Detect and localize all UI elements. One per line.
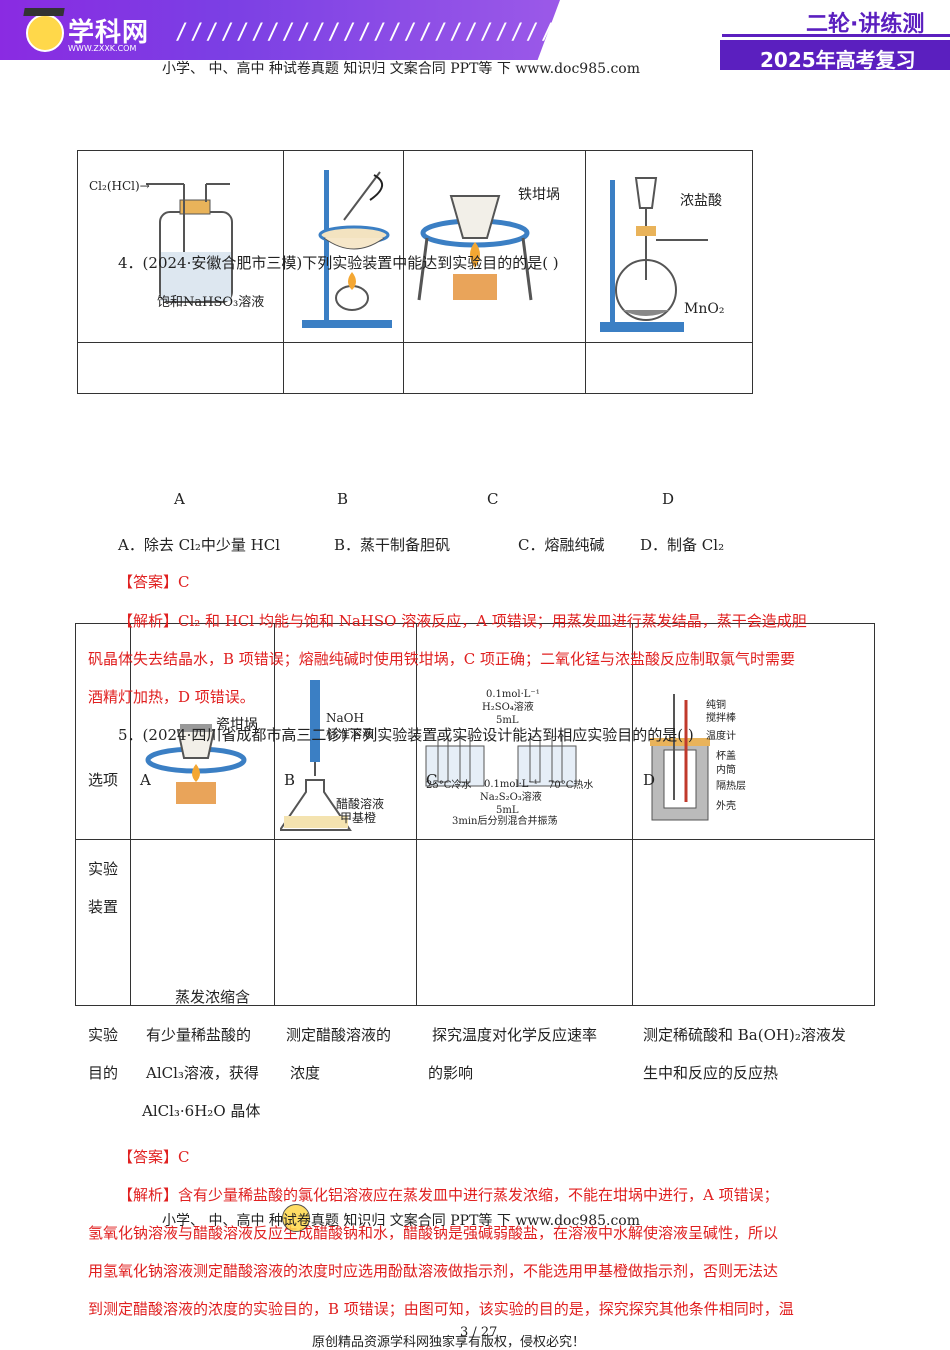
- q5-letter-c: C: [426, 771, 438, 789]
- header-title-underline: [722, 34, 950, 37]
- q5-b-naoh-label: NaOH: [326, 711, 364, 725]
- q4-letter-c: C: [487, 490, 499, 508]
- q5-purpose-a-line-3: AlCl₃溶液，获得: [146, 1064, 259, 1082]
- q5-device-c-water-baths: [425, 736, 577, 787]
- q4-a-liquid-label: 饱和NaHSO₃溶液: [157, 295, 265, 310]
- page-number: 3 / 27: [460, 1325, 498, 1340]
- q5-row-purpose-2: 目的: [88, 1064, 119, 1082]
- watermark-bottom: 小学、 中、高中 种试卷真题 知识归 文案合同 PPT等 下 www.doc98…: [162, 1213, 641, 1229]
- logo-url: WWW.ZXXK.COM: [68, 44, 137, 53]
- q4-analysis-line-1: 【解析】Cl₂ 和 HCl 均能与饱和 NaHSO 溶液反应，A 项错误；用蒸发…: [118, 612, 807, 630]
- q4-device-d-chlorine-generator: [600, 177, 708, 332]
- q5-d-stir-label-2: 搅拌棒: [706, 713, 736, 724]
- watermark-top: 小学、 中、高中 种试卷真题 知识归 文案合同 PPT等 下 www.doc98…: [162, 61, 641, 77]
- q4-option-b: B．蒸干制备胆矾: [334, 536, 451, 554]
- footer-copyright: 原创精品资源学科网独家享有版权，侵权必究！: [312, 1335, 586, 1350]
- q5-row-purpose-1: 实验: [88, 1026, 119, 1044]
- q5-purpose-a-line-2: 有少量稀盐酸的: [146, 1026, 252, 1044]
- q5-b-indicator-label: 甲基橙: [340, 811, 377, 825]
- q5-letter-b: B: [284, 771, 296, 789]
- q5-analysis-line-4: 到测定醋酸溶液的浓度的实验目的，B 项错误；由图可知，该实验的目的是，探究探究其…: [88, 1300, 794, 1318]
- q5-purpose-a-line-1: 蒸发浓缩含: [175, 988, 251, 1006]
- q5-analysis-line-1: 【解析】含有少量稀盐酸的氯化铝溶液应在蒸发皿中进行蒸发浓缩，不能在坩埚中进行，A…: [118, 1186, 779, 1204]
- q5-options-table: [75, 623, 875, 1006]
- q5-row-option: 选项: [88, 771, 119, 789]
- q5-analysis-line-2: 氢氧化钠溶液与醋酸溶液反应生成醋酸钠和水，醋酸钠是强碱弱酸盐，在溶液中水解使溶液…: [88, 1224, 779, 1242]
- q5-d-inner-label: 内筒: [716, 765, 736, 776]
- q4-a-gas-label: Cl₂(HCl)→: [89, 179, 150, 193]
- q5-b-acid-label: 醋酸溶液: [336, 797, 385, 811]
- q4-analysis-line-3: 酒精灯加热，D 项错误。: [88, 688, 255, 706]
- q5-stem: 5．(2024·四川省成都市高三二诊)下列实验装置或实验设计能达到相应实验目的的…: [118, 726, 694, 744]
- q5-c-hot-label: 70°C热水: [548, 780, 594, 791]
- q5-c-na-label: Na₂S₂O₃溶液: [480, 792, 542, 803]
- q4-option-a: A．除去 Cl₂中少量 HCl: [118, 536, 281, 554]
- q5-device-d-calorimeter: [650, 694, 710, 821]
- q5-c-vol2: 5mL: [496, 805, 519, 816]
- q4-option-c: C．熔融纯碱: [518, 536, 605, 554]
- header-right-panel: [700, 0, 950, 40]
- watermark-logo-icon: [282, 1204, 310, 1232]
- q5-purpose-d-line-2: 生中和反应的反应热: [643, 1064, 779, 1082]
- logo-icon-cap: [23, 8, 65, 16]
- q5-answer: 【答案】C: [118, 1148, 190, 1166]
- q5-purpose-b-line-1: 测定醋酸溶液的: [286, 1026, 392, 1044]
- logo-text: 学科网: [68, 18, 150, 48]
- logo-icon: [26, 14, 64, 52]
- header-subtitle: 2025年高考复习: [760, 48, 916, 72]
- q4-d-acid-label: 浓盐酸: [680, 193, 722, 209]
- header-right-bar: [720, 40, 950, 70]
- q4-device-b-evaporating-dish: [302, 170, 392, 328]
- q5-c-note: 3min后分别混合并振荡: [452, 816, 558, 827]
- q4-letter-a: A: [174, 490, 185, 508]
- q5-d-lid-label: 杯盖: [716, 751, 736, 762]
- q4-d-solid-label: MnO₂: [684, 301, 725, 317]
- q5-d-stir-label-1: 纯铜: [706, 700, 726, 711]
- q4-device-c-iron-crucible: [417, 195, 533, 301]
- q5-purpose-c-line-1: 探究温度对化学反应速率: [432, 1026, 598, 1044]
- q5-c-h2so4-label: H₂SO₄溶液: [482, 702, 534, 713]
- q4-c-crucible-label: 铁坩埚: [518, 187, 560, 203]
- q5-purpose-d-line-1: 测定稀硫酸和 Ba(OH)₂溶液发: [643, 1026, 846, 1044]
- q5-c-na-conc: 0.1mol·L⁻¹: [484, 779, 538, 790]
- q4-letter-d: D: [662, 490, 675, 508]
- q5-purpose-c-line-2: 的影响: [428, 1064, 474, 1082]
- q5-row-device-1: 实验: [88, 860, 119, 878]
- q5-analysis-line-3: 用氢氧化钠溶液测定醋酸溶液的浓度时应选用酚酞溶液做指示剂，不能选用甲基橙做指示剂…: [88, 1262, 779, 1280]
- q5-purpose-b-line-2: 浓度: [290, 1064, 321, 1082]
- q5-c-cold-label: 25°C冷水: [426, 780, 472, 791]
- q5-d-outer-label: 外壳: [716, 801, 736, 812]
- q5-c-vol1: 5mL: [496, 715, 519, 726]
- q5-d-insul-label: 隔热层: [716, 781, 746, 792]
- q5-letter-a: A: [140, 771, 151, 789]
- header-banner: [0, 0, 560, 60]
- header-slashes: ////////////////////////////: [175, 20, 602, 45]
- q5-device-a-porcelain-crucible: [145, 724, 247, 804]
- q5-b-std-label: 标准溶液: [326, 727, 375, 741]
- q5-a-crucible-label: 瓷坩埚: [216, 717, 258, 733]
- q5-letter-d: D: [643, 771, 656, 789]
- q5-device-b-titration: [280, 680, 352, 831]
- q4-option-d: D．制备 Cl₂: [640, 536, 725, 554]
- q4-device-a-gas-washing-bottle: [146, 183, 233, 303]
- q5-d-thermo-label: 温度计: [706, 731, 736, 742]
- q4-answer: 【答案】C: [118, 573, 190, 591]
- q5-purpose-a-line-4: AlCl₃·6H₂O 晶体: [142, 1102, 261, 1120]
- q5-c-h2so4-conc: 0.1mol·L⁻¹: [486, 689, 540, 700]
- q4-analysis-line-2: 矾晶体失去结晶水，B 项错误；熔融纯碱时使用铁坩埚，C 项正确；二氧化锰与浓盐酸…: [88, 650, 796, 668]
- q5-row-device-2: 装置: [88, 898, 119, 916]
- q4-letter-b: B: [337, 490, 349, 508]
- q4-stem: 4．(2024·安徽合肥市三模)下列实验装置中能达到实验目的的是( ): [118, 254, 559, 272]
- header-title: 二轮·讲练测: [806, 12, 925, 37]
